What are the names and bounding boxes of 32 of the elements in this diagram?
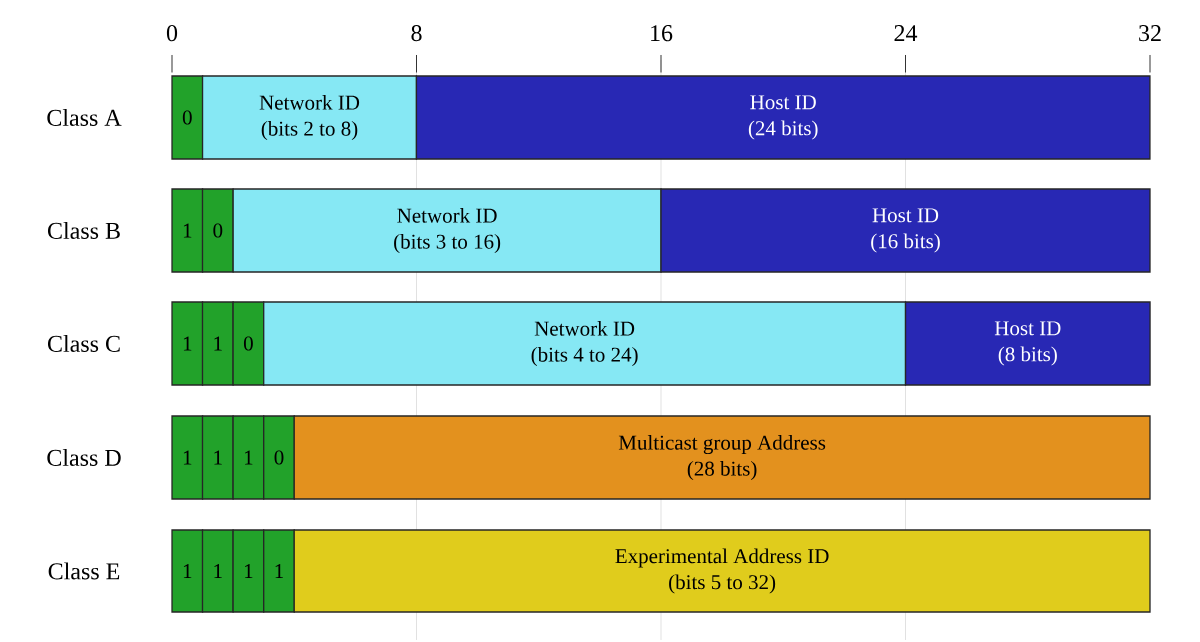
bit-cell: 1 [171, 188, 204, 273]
bit-cell: 1 [171, 529, 204, 613]
tick-label: 8 [411, 25, 422, 42]
row-label: Class A [47, 109, 122, 126]
bit-cell: 1 [171, 415, 204, 500]
tick-label: 0 [166, 25, 178, 42]
field-segment: Network ID (bits 2 to 8) [201, 75, 418, 160]
bit-cell: 1 [201, 529, 234, 613]
bit-cell: 1 [263, 529, 295, 613]
bit-cell: 0 [263, 415, 295, 500]
bit-cell: 1 [201, 301, 234, 386]
bit-cell: 1 [232, 529, 265, 613]
bit-cell: 1 [232, 415, 265, 500]
tick-label: 16 [651, 25, 673, 42]
bit-cell: 0 [201, 188, 234, 273]
bit-cell: 0 [171, 75, 204, 160]
bit-cell: 1 [171, 301, 204, 386]
bit-cell: 0 [232, 301, 265, 386]
tick-label: 24 [894, 25, 918, 41]
bit-cell: 1 [201, 415, 234, 500]
field-segment: Host ID (8 bits) [904, 301, 1151, 386]
field-segment: Experimental Address ID (bits 5 to 32) [293, 529, 1151, 613]
field-segment: Host ID (16 bits) [660, 188, 1151, 273]
field-segment: Network ID (bits 3 to 16) [232, 188, 662, 273]
row-label: Class D [47, 449, 121, 466]
row-label: Class B [48, 222, 120, 239]
row-label: Class E [48, 562, 120, 580]
field-segment: Network ID (bits 4 to 24) [263, 301, 907, 386]
field-segment: Multicast group Address (28 bits) [293, 415, 1151, 500]
row-label: Class C [48, 335, 120, 352]
field-segment: Host ID (24 bits) [415, 75, 1151, 160]
tick-label: 32 [1139, 25, 1161, 42]
